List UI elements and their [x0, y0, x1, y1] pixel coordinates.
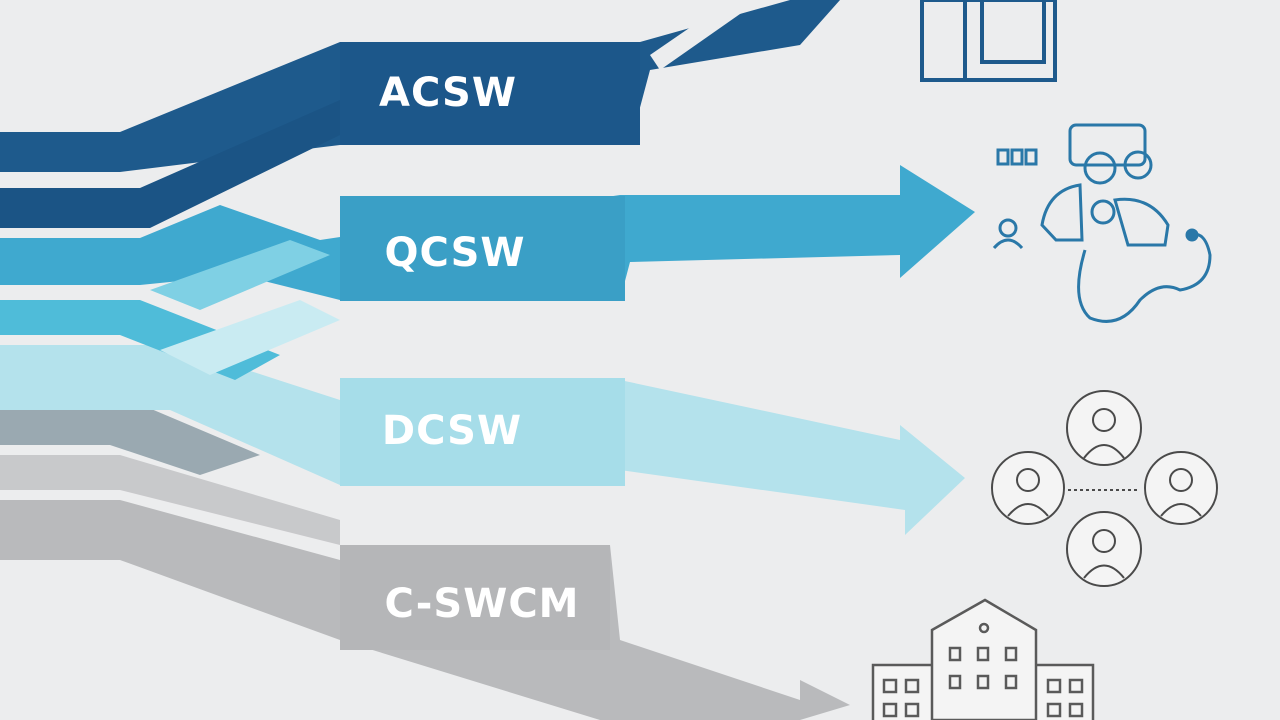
acsw-band: ACSW: [0, 0, 840, 228]
dcsw-label: DCSW: [382, 408, 522, 454]
qcsw-label: QCSW: [384, 230, 525, 276]
cswcm-band: C-SWCM: [0, 400, 850, 720]
qcsw-band: QCSW: [0, 165, 975, 310]
cswcm-box: [340, 545, 610, 650]
document-frame-icon: [920, 0, 1057, 82]
acsw-label: ACSW: [379, 70, 517, 116]
dcsw-band: DCSW: [0, 300, 965, 535]
medical-team-stethoscope-icon: [992, 123, 1212, 323]
dcsw-box: [340, 378, 625, 486]
cswcm-label: C-SWCM: [385, 581, 580, 627]
acsw-box: [340, 42, 640, 145]
qcsw-box: [340, 196, 625, 301]
people-network-icon: [991, 390, 1218, 587]
hospital-building-icon: [871, 598, 1095, 720]
